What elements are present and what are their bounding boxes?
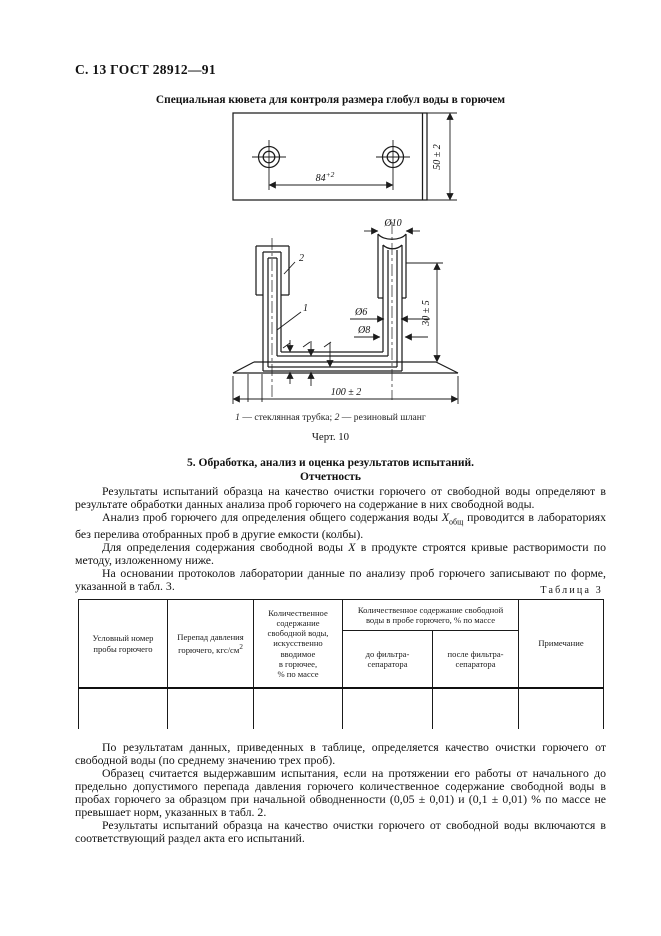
th-introduced-water: Количественное содержание свободной воды… [253, 599, 343, 689]
dim-84-label: 84+2 [316, 170, 335, 184]
figure-number: Черт. 10 [311, 431, 350, 443]
th-pressure-drop: Перепад давления горючего, кгс/см2 [167, 599, 254, 689]
closing-text-block: По результатам данных, приведенных в таб… [75, 741, 606, 845]
dim-50-label: 50 ± 2 [432, 144, 443, 170]
dim-d8-label: Ø8 [357, 325, 370, 336]
paragraph-7-text: Результаты испытаний образца на качество… [75, 818, 606, 845]
cell-pressure-drop [167, 688, 254, 729]
paragraph-7: Результаты испытаний образца на качество… [75, 819, 606, 845]
paragraph-1-text: Результаты испытаний образца на качество… [75, 484, 606, 511]
th-pressure-drop-text: Перепад давления горючего, кгс/см [177, 631, 244, 655]
section-heading: 5. Обработка, анализ и оценка результато… [40, 457, 621, 484]
paragraph-5: По результатам данных, приведенных в таб… [75, 741, 606, 767]
paragraph-3-text: Для определения содержания свободной вод… [102, 540, 349, 555]
paragraph-6-text: Образец считается выдержавшим испытания,… [75, 766, 606, 819]
figure-title: Специальная кювета для контроля размера … [155, 94, 506, 106]
caption-item1-text: — стеклянная трубка; [239, 412, 335, 423]
cell-after-filter [432, 688, 519, 729]
cell-sample-number [78, 688, 168, 729]
cuvette-drawing: 84+2 50 ± 2 [232, 112, 459, 404]
dim-30-label: 30 ± 5 [421, 300, 432, 327]
callout-1-label: 1 [303, 303, 308, 314]
section-heading-line1: 5. Обработка, анализ и оценка результато… [187, 457, 474, 469]
th-water-content-group: Количественное содержание свободной воды… [342, 599, 519, 631]
caption-item2-text: — резиновый шланг [339, 412, 426, 423]
paragraph-2: Анализ проб горючего для определения общ… [75, 510, 606, 542]
th-sample-number: Условный номер пробы горючего [78, 599, 168, 689]
cell-note [518, 688, 604, 729]
th-pressure-drop-sup: 2 [239, 643, 243, 652]
table-label: Таблица 3 [540, 585, 603, 596]
paragraph-1: Результаты испытаний образца на качество… [75, 485, 606, 511]
th-note: Примечание [518, 599, 604, 689]
th-after-filter: после фильтра- сепаратора [432, 630, 519, 689]
results-text-block: Результаты испытаний образца на качество… [75, 485, 606, 593]
caption-item1-number: 1 [235, 412, 240, 423]
page-header: С. 13 ГОСТ 28912—91 [75, 62, 216, 77]
formula-x-obsch: X [441, 510, 450, 524]
formula-x-obsch-subscript: общ [449, 517, 464, 527]
cell-introduced-water [253, 688, 343, 729]
dim-d10-label: Ø10 [383, 218, 401, 229]
table-row [78, 688, 604, 729]
figure-caption: 1 — стеклянная трубка; 2 — резиновый шла… [40, 412, 621, 423]
results-form-table: Условный номер пробы горючего Перепад да… [78, 599, 604, 729]
th-before-filter: до фильтра- сепаратора [342, 630, 433, 689]
callout-2-label: 2 [299, 253, 304, 264]
paragraph-3: Для определения содержания свободной вод… [75, 541, 606, 567]
caption-item2-number: 2 [334, 412, 340, 423]
dim-d6-label: Ø6 [354, 307, 367, 318]
dim-100-label: 100 ± 2 [331, 387, 362, 398]
paragraph-3-text-after: в продукте строятся кривые растворимости… [75, 540, 606, 568]
technical-drawing: 84+2 50 ± 2 [0, 108, 661, 408]
paragraph-6: Образец считается выдержавшим испытания,… [75, 767, 606, 819]
cell-before-filter [342, 688, 433, 729]
formula-x: X [348, 540, 356, 555]
paragraph-2-text-after: проводится в лабораториях без перелива о… [75, 510, 606, 542]
section-heading-line2: Отчетность [299, 470, 362, 483]
paragraph-5-text: По результатам данных, приведенных в таб… [75, 740, 606, 767]
paragraph-2-text: Анализ проб горючего для определения общ… [102, 510, 442, 524]
paragraph-4: На основании протоколов лаборатории данн… [75, 567, 606, 593]
paragraph-4-text: На основании протоколов лаборатории данн… [75, 566, 606, 594]
